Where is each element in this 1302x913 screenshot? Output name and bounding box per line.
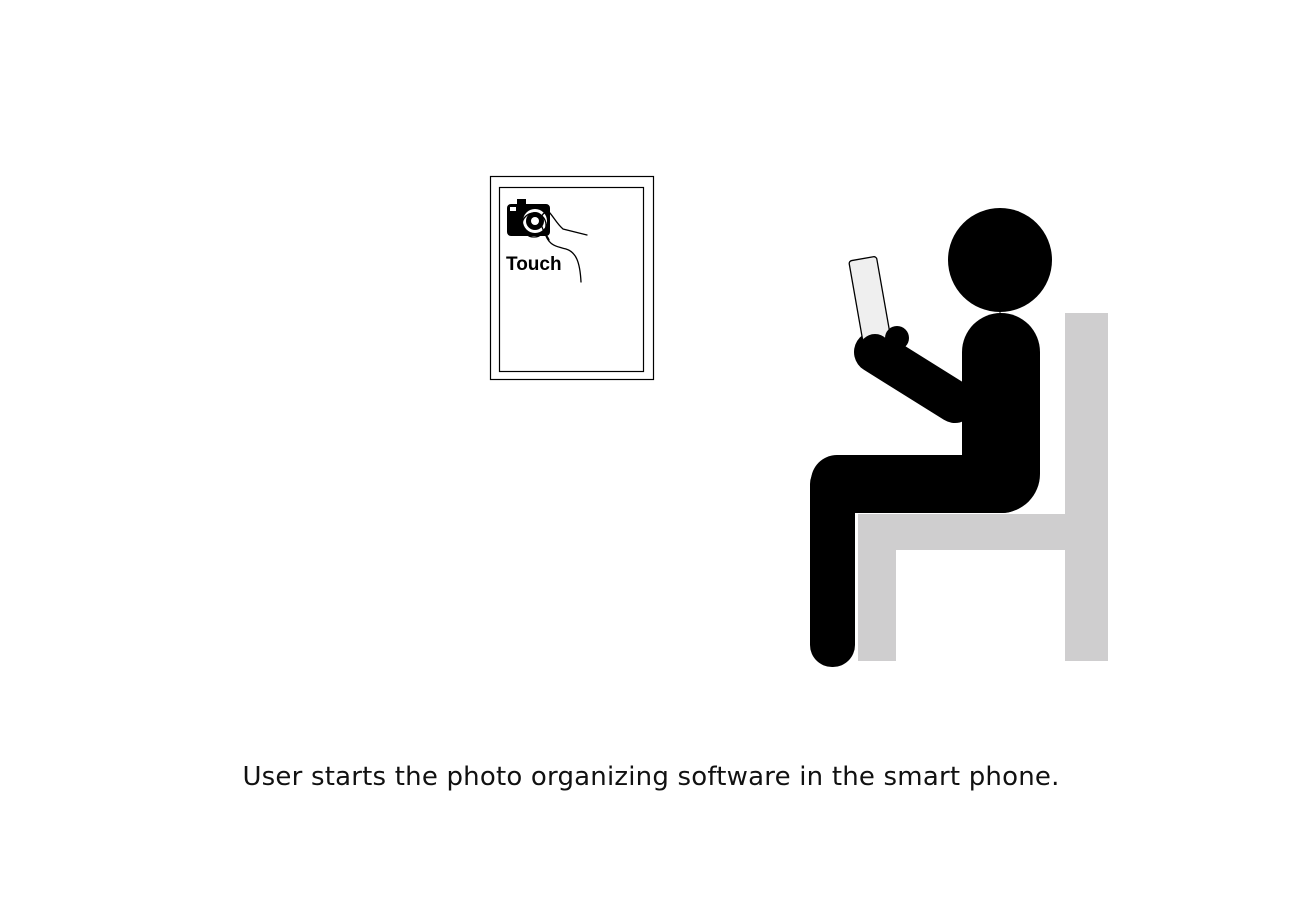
chair	[858, 313, 1108, 661]
chair-seat	[858, 514, 1108, 550]
person-thumb	[885, 326, 909, 350]
touch-label: Touch	[506, 254, 562, 275]
person-hand	[859, 334, 891, 366]
camera-app-icon	[507, 199, 550, 236]
person-head	[948, 208, 1052, 312]
smartphone-body	[848, 256, 892, 346]
person-arm	[854, 331, 976, 423]
chair-back	[1065, 313, 1108, 661]
smartphone	[848, 256, 909, 366]
touch-hand-icon	[521, 211, 588, 283]
phone-screen-panel: Touch	[489, 175, 655, 381]
seated-person	[810, 208, 1052, 667]
person-lower-leg	[810, 462, 855, 667]
scene-caption: User starts the photo organizing softwar…	[242, 762, 1060, 792]
chair-front-leg	[858, 514, 896, 661]
person-thigh	[811, 455, 1029, 513]
